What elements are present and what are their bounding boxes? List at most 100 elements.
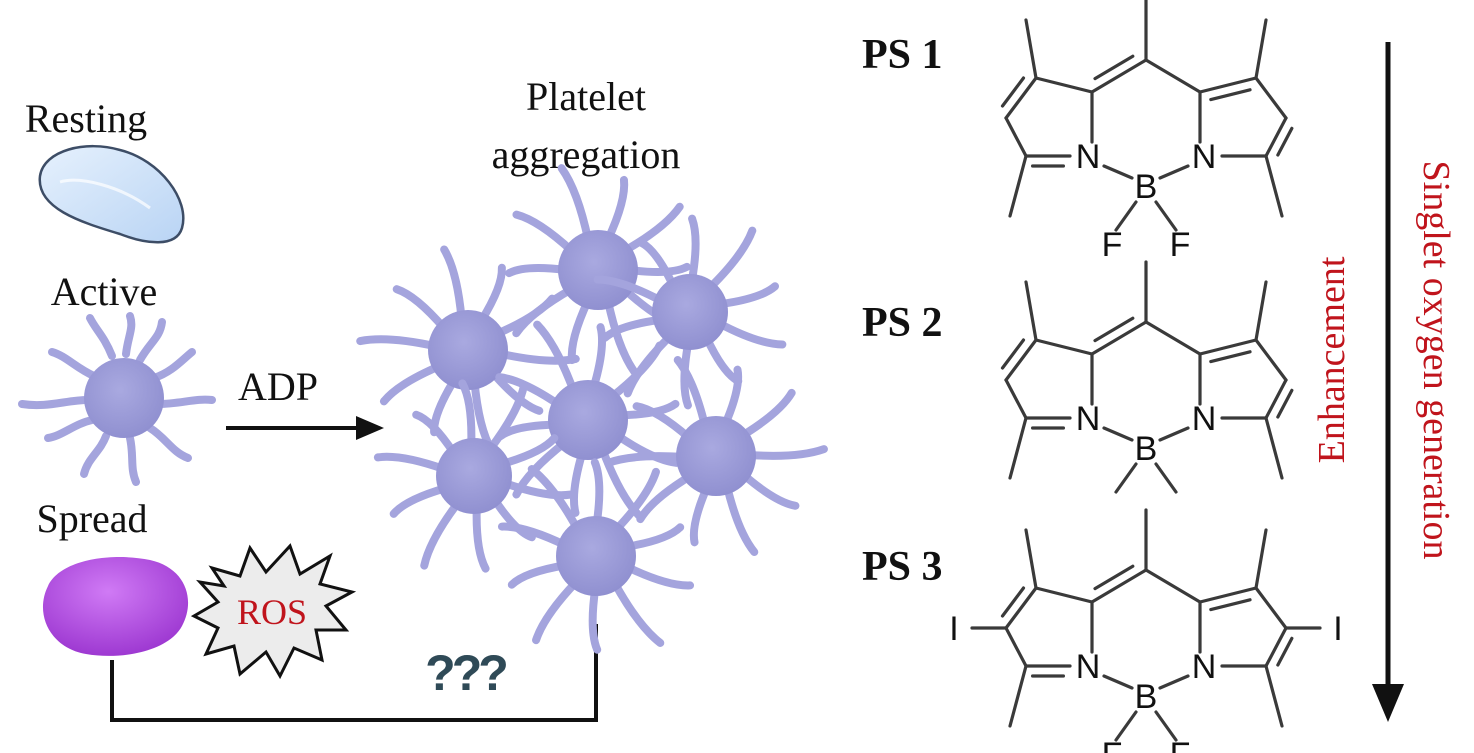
ring-bond	[1034, 338, 1094, 356]
ring-double-bond	[1276, 388, 1294, 419]
iodine-atom-left: I	[949, 610, 958, 648]
methyl-bond	[1008, 664, 1028, 728]
ring-double-bond	[1264, 378, 1288, 420]
resting-label: Resting	[25, 96, 147, 141]
ros-burst	[190, 543, 357, 680]
meso-double-bond	[1093, 316, 1135, 343]
methyl-bond	[1024, 528, 1038, 590]
ps3-structure: N NB F F I I	[949, 508, 1343, 753]
ring-double-bond	[1000, 76, 1026, 108]
nitrogen-atom-right: N	[1192, 648, 1217, 686]
methyl-bond	[1264, 664, 1284, 728]
ring-bond	[1004, 378, 1028, 420]
ps1-structure: N NBF F	[1000, 0, 1294, 264]
ring-double-bond	[1198, 76, 1258, 94]
meso-double-bond	[1093, 54, 1135, 81]
active-label: Active	[51, 269, 158, 314]
boron-substituent-bond	[1154, 710, 1178, 742]
methyl-bond	[1264, 154, 1284, 218]
meso-bond	[1144, 568, 1202, 604]
meso-double-bond	[1090, 568, 1148, 604]
fluorine-atom-left: F	[1102, 736, 1123, 753]
meso-bond	[1144, 58, 1202, 94]
aggregate-platelet	[604, 356, 828, 556]
ring-bond	[1004, 116, 1028, 158]
nitrogen-atom-left: N	[1076, 400, 1101, 438]
ring-double-bond	[1198, 338, 1258, 356]
ring-bond	[1004, 626, 1028, 668]
nitrogen-boron-bond	[1102, 426, 1134, 442]
aggregate-platelet	[497, 458, 695, 654]
methyl-bond	[1264, 416, 1284, 480]
ring-double-bond	[1198, 586, 1258, 604]
ps3-label: PS 3	[862, 544, 943, 590]
nitrogen-boron-bond	[1102, 164, 1134, 180]
nitrogen-boron-bond	[1158, 674, 1190, 690]
meso-bond	[1144, 320, 1202, 356]
meso-double-bond	[1090, 58, 1148, 94]
trend-label-enhancement: Enhancement	[1311, 256, 1353, 463]
fluorine-atom-left: F	[1102, 226, 1123, 264]
ring-bond	[1254, 586, 1288, 630]
methyl-bond	[1254, 18, 1268, 80]
methyl-bond	[1254, 528, 1268, 590]
boron-substituent-bond	[1114, 200, 1138, 232]
ring-double-bond	[1276, 636, 1294, 667]
nitrogen-boron-bond	[1102, 674, 1134, 690]
active-platelet	[18, 312, 216, 486]
ring-double-bond	[1000, 338, 1026, 370]
methyl-bond	[1008, 416, 1028, 480]
meso-double-bond	[1093, 564, 1135, 591]
ring-double-bond	[1004, 76, 1038, 120]
boron-substituent-bond	[1114, 710, 1138, 742]
methyl-bond	[1024, 280, 1038, 342]
meso-double-bond	[1090, 320, 1148, 356]
ring-double-bond	[1264, 626, 1288, 668]
ps2-label: PS 2	[862, 300, 943, 346]
spread-platelet	[42, 557, 189, 656]
ring-double-bond	[1004, 338, 1038, 382]
adp-arrow	[226, 416, 384, 440]
methyl-bond	[1024, 18, 1038, 80]
ring-double-bond	[1209, 350, 1252, 364]
trend-label-singlet-oxygen: Singlet oxygen generation	[1415, 161, 1457, 560]
boron-atom: B	[1135, 168, 1158, 206]
ring-bond	[1034, 76, 1094, 94]
fluorine-atom-right: F	[1170, 736, 1191, 753]
ring-double-bond	[1000, 586, 1026, 618]
ring-bond	[1254, 338, 1288, 382]
spread-label: Spread	[36, 496, 147, 541]
platelet-aggregate	[356, 164, 828, 654]
aggregate-platelet	[593, 214, 787, 410]
iodine-atom-right: I	[1333, 610, 1342, 648]
connection-bracket	[110, 624, 598, 722]
fluorine-atom-right: F	[1170, 226, 1191, 264]
boron-substituent-bond	[1154, 462, 1178, 494]
ring-double-bond	[1264, 116, 1288, 158]
nitrogen-atom-left: N	[1076, 648, 1101, 686]
boron-atom: B	[1135, 678, 1158, 716]
boron-atom: B	[1135, 430, 1158, 468]
ring-bond	[1254, 76, 1288, 120]
nitrogen-atom-left: N	[1076, 138, 1101, 176]
boron-substituent-bond	[1114, 462, 1138, 494]
ring-double-bond	[1209, 598, 1252, 612]
nitrogen-boron-bond	[1158, 426, 1190, 442]
boron-substituent-bond	[1154, 200, 1178, 232]
ring-bond	[1034, 586, 1094, 604]
nitrogen-boron-bond	[1158, 164, 1190, 180]
ring-double-bond	[1004, 586, 1038, 630]
trend-arrow	[1372, 42, 1404, 722]
adp-label: ADP	[238, 364, 318, 409]
aggregation-label-line2: aggregation	[492, 132, 681, 177]
ring-double-bond	[1209, 88, 1252, 102]
ring-double-bond	[1276, 126, 1294, 157]
resting-platelet	[38, 144, 185, 244]
methyl-bond	[1254, 280, 1268, 342]
ps1-label: PS 1	[862, 32, 943, 78]
question-marks: ???	[425, 645, 506, 701]
aggregation-label-line1: Platelet	[526, 74, 646, 119]
nitrogen-atom-right: N	[1192, 138, 1217, 176]
